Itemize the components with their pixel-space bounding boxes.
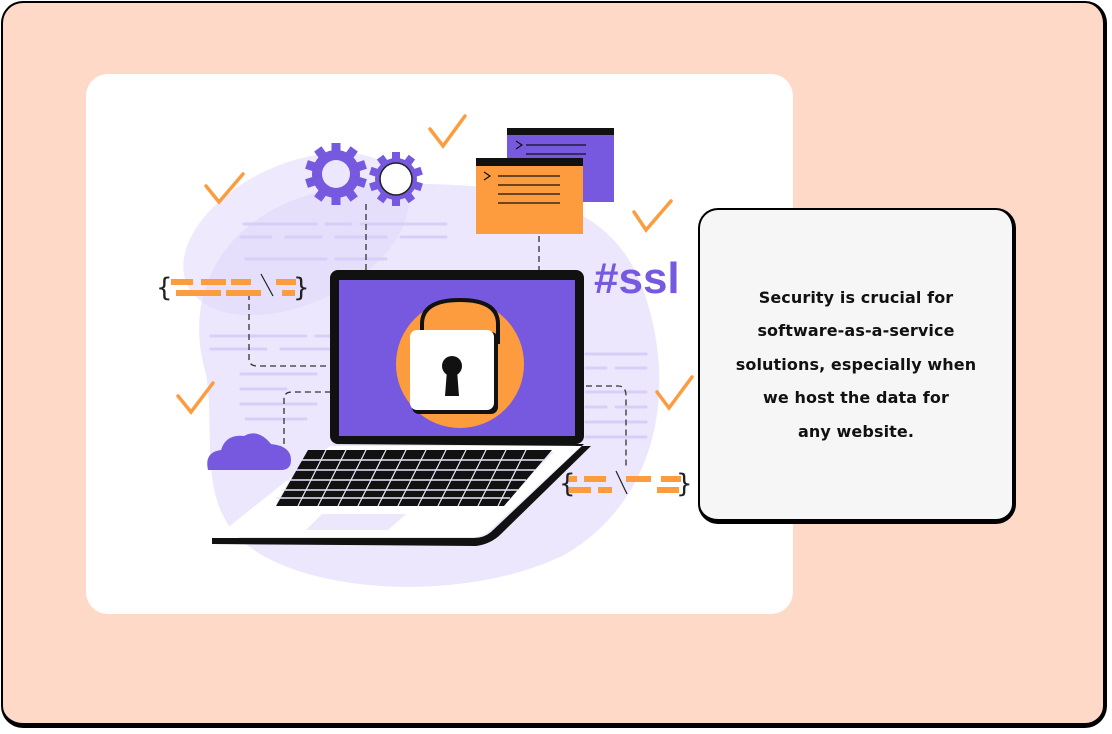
code-snippet-right: { }	[559, 469, 693, 499]
svg-text:}: }	[676, 469, 693, 499]
svg-text:{: {	[156, 273, 173, 303]
ssl-security-illustration: { } { } #ssl	[156, 114, 694, 587]
check-icons	[176, 114, 694, 415]
caption-line: software-as-a-service	[757, 321, 955, 341]
caption-text: Security is crucial for software-as-a-se…	[711, 281, 1001, 449]
svg-text:}: }	[293, 273, 310, 303]
terminal-windows	[476, 128, 614, 234]
caption-card: Security is crucial for software-as-a-se…	[698, 208, 1016, 524]
caption-line: we host the data for	[763, 388, 949, 408]
caption-line: any website.	[797, 421, 915, 441]
gear-icons	[305, 143, 423, 206]
illustration-card: { } { } #ssl	[86, 74, 793, 614]
code-lines-decoration	[209, 222, 648, 439]
caption-line: Security is crucial for	[758, 287, 954, 307]
padlock-icon	[396, 297, 524, 428]
caption-line: solutions, especially when	[735, 354, 977, 374]
ssl-hashtag: #ssl	[594, 254, 680, 303]
cloud-icon	[207, 433, 291, 470]
code-snippet-left: { }	[156, 273, 310, 303]
